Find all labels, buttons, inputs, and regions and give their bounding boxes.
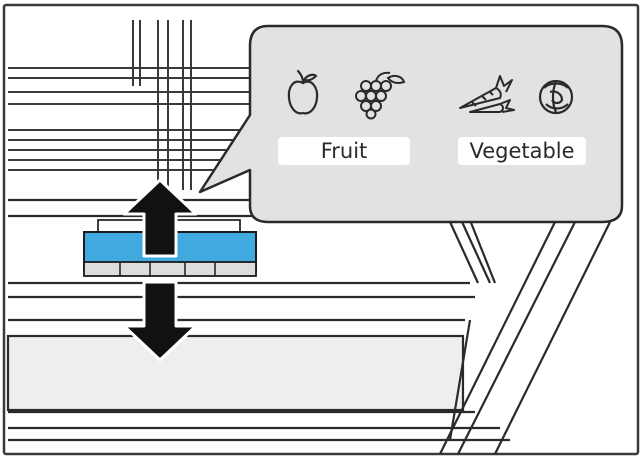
cabbage-icon bbox=[538, 79, 574, 115]
humidity-slider bbox=[83, 219, 257, 277]
callout-bubble bbox=[198, 24, 624, 224]
arrow-up-icon bbox=[122, 178, 198, 258]
fridge-interior bbox=[8, 20, 260, 190]
arrow-down-icon bbox=[122, 280, 198, 362]
carrot-icon bbox=[459, 75, 515, 113]
apple-icon bbox=[287, 69, 319, 115]
grapes-icon bbox=[355, 71, 406, 120]
crisper-drawer bbox=[6, 198, 611, 455]
vegetable-label: Vegetable bbox=[458, 137, 586, 165]
fruit-label: Fruit bbox=[278, 137, 410, 165]
